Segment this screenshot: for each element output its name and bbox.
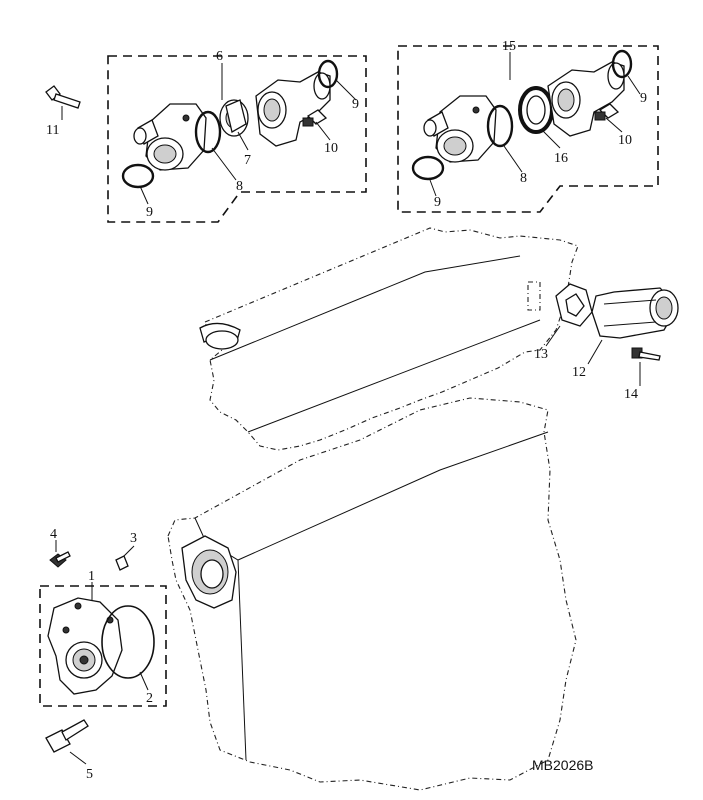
water-outlet-elbow-right	[547, 61, 625, 137]
bolt-14	[631, 347, 661, 361]
callout-4: 4	[50, 527, 57, 542]
bolt-11	[45, 85, 81, 109]
thermostat-housing-left	[133, 103, 207, 171]
callout-8-left: 8	[236, 179, 243, 194]
callout-14: 14	[624, 387, 638, 402]
leader-lines	[55, 52, 641, 765]
callout-9-right-upper: 9	[640, 91, 647, 106]
callout-15: 15	[502, 39, 516, 54]
o-ring-top-left	[317, 59, 339, 89]
callout-13: 13	[534, 347, 548, 362]
water-outlet-12	[591, 287, 679, 339]
callout-7: 7	[244, 153, 251, 168]
stud-5	[45, 719, 89, 753]
kit-box-6	[107, 55, 367, 223]
callout-3: 3	[130, 531, 137, 546]
callout-6: 6	[216, 49, 223, 64]
callout-10-right: 10	[618, 133, 632, 148]
cylinder-head-outline	[199, 227, 579, 451]
kit-box-1	[39, 585, 167, 707]
water-pump	[47, 597, 123, 695]
kit-box-15	[397, 45, 659, 213]
callout-9-left-lower: 9	[146, 205, 153, 220]
thermostat-housing-right	[423, 95, 497, 163]
callout-10-left: 10	[324, 141, 338, 156]
seal-16	[518, 86, 554, 134]
callout-5: 5	[86, 767, 93, 782]
pump-gasket-2	[101, 605, 155, 679]
diagram-code: MB2026B	[532, 757, 593, 773]
bolt-4	[49, 551, 71, 568]
thermostat	[219, 99, 249, 137]
callout-9-right-lower: 9	[434, 195, 441, 210]
water-outlet-elbow-left	[255, 71, 331, 147]
callout-9-left-upper: 9	[352, 97, 359, 112]
gasket-ring-left	[194, 110, 222, 154]
callout-2: 2	[146, 691, 153, 706]
callout-16: 16	[554, 151, 568, 166]
o-ring-left	[121, 163, 155, 189]
callout-12: 12	[572, 365, 586, 380]
dowel-3	[115, 555, 129, 571]
engine-block-outline	[167, 397, 577, 791]
callout-1: 1	[88, 569, 95, 584]
o-ring-top-right	[611, 49, 633, 79]
callout-8-right: 8	[520, 171, 527, 186]
callout-11: 11	[46, 123, 59, 138]
bolt-10-right	[594, 103, 620, 121]
gasket-13	[555, 283, 593, 327]
o-ring-right	[411, 155, 445, 181]
gasket-ring-right	[486, 104, 514, 148]
bolt-10-left	[302, 109, 328, 127]
